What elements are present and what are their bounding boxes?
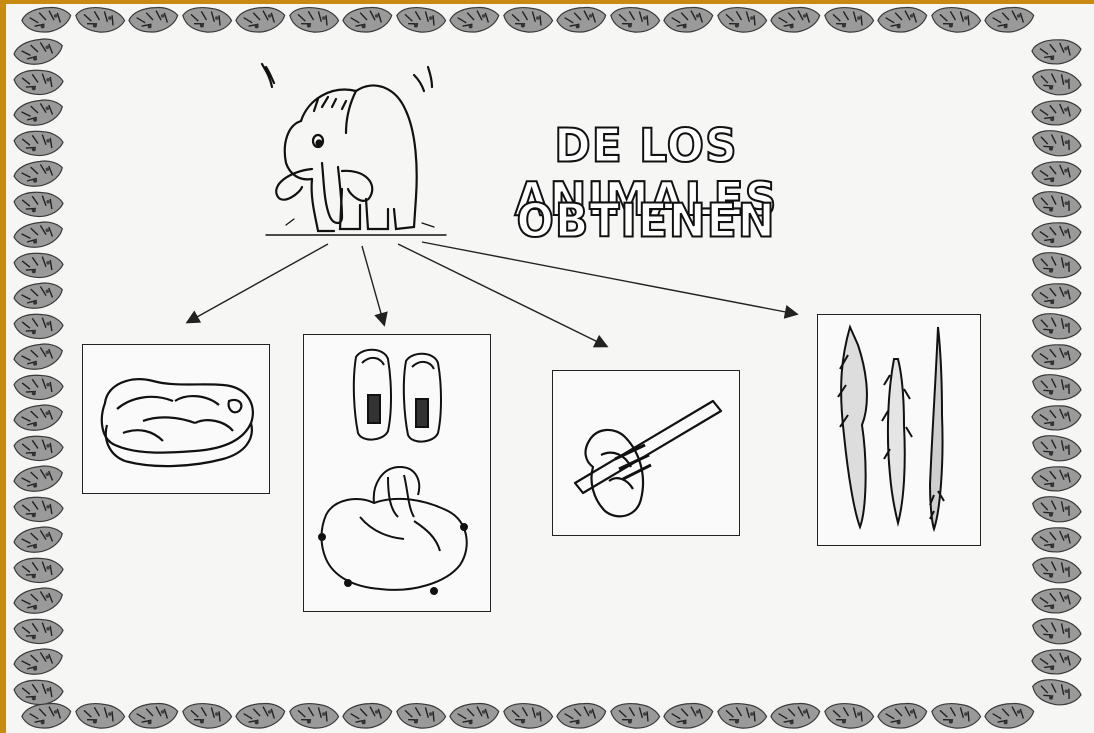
axe-box xyxy=(552,370,740,536)
title-line-2: OBTIENEN xyxy=(515,194,776,250)
arrow-to-axe xyxy=(397,243,609,348)
mammoth-icon xyxy=(260,62,447,236)
stone-axe-icon xyxy=(573,399,723,518)
title-line-1: DE LOS ANIMALES xyxy=(514,118,778,227)
fur-skin-icon xyxy=(318,465,468,595)
shoes-icon xyxy=(352,348,442,443)
meat-icon xyxy=(100,378,254,468)
arrow-to-meat xyxy=(185,243,329,324)
worksheet: DE LOS ANIMALES OBTIENEN xyxy=(6,4,1094,733)
skins-box xyxy=(303,334,491,612)
arrow-to-harpoons xyxy=(421,241,799,319)
arrow-to-skins xyxy=(361,245,388,327)
arrows xyxy=(185,241,799,348)
harpoons-icon xyxy=(837,324,945,533)
meat-box xyxy=(82,344,270,494)
harpoons-box xyxy=(817,314,981,546)
